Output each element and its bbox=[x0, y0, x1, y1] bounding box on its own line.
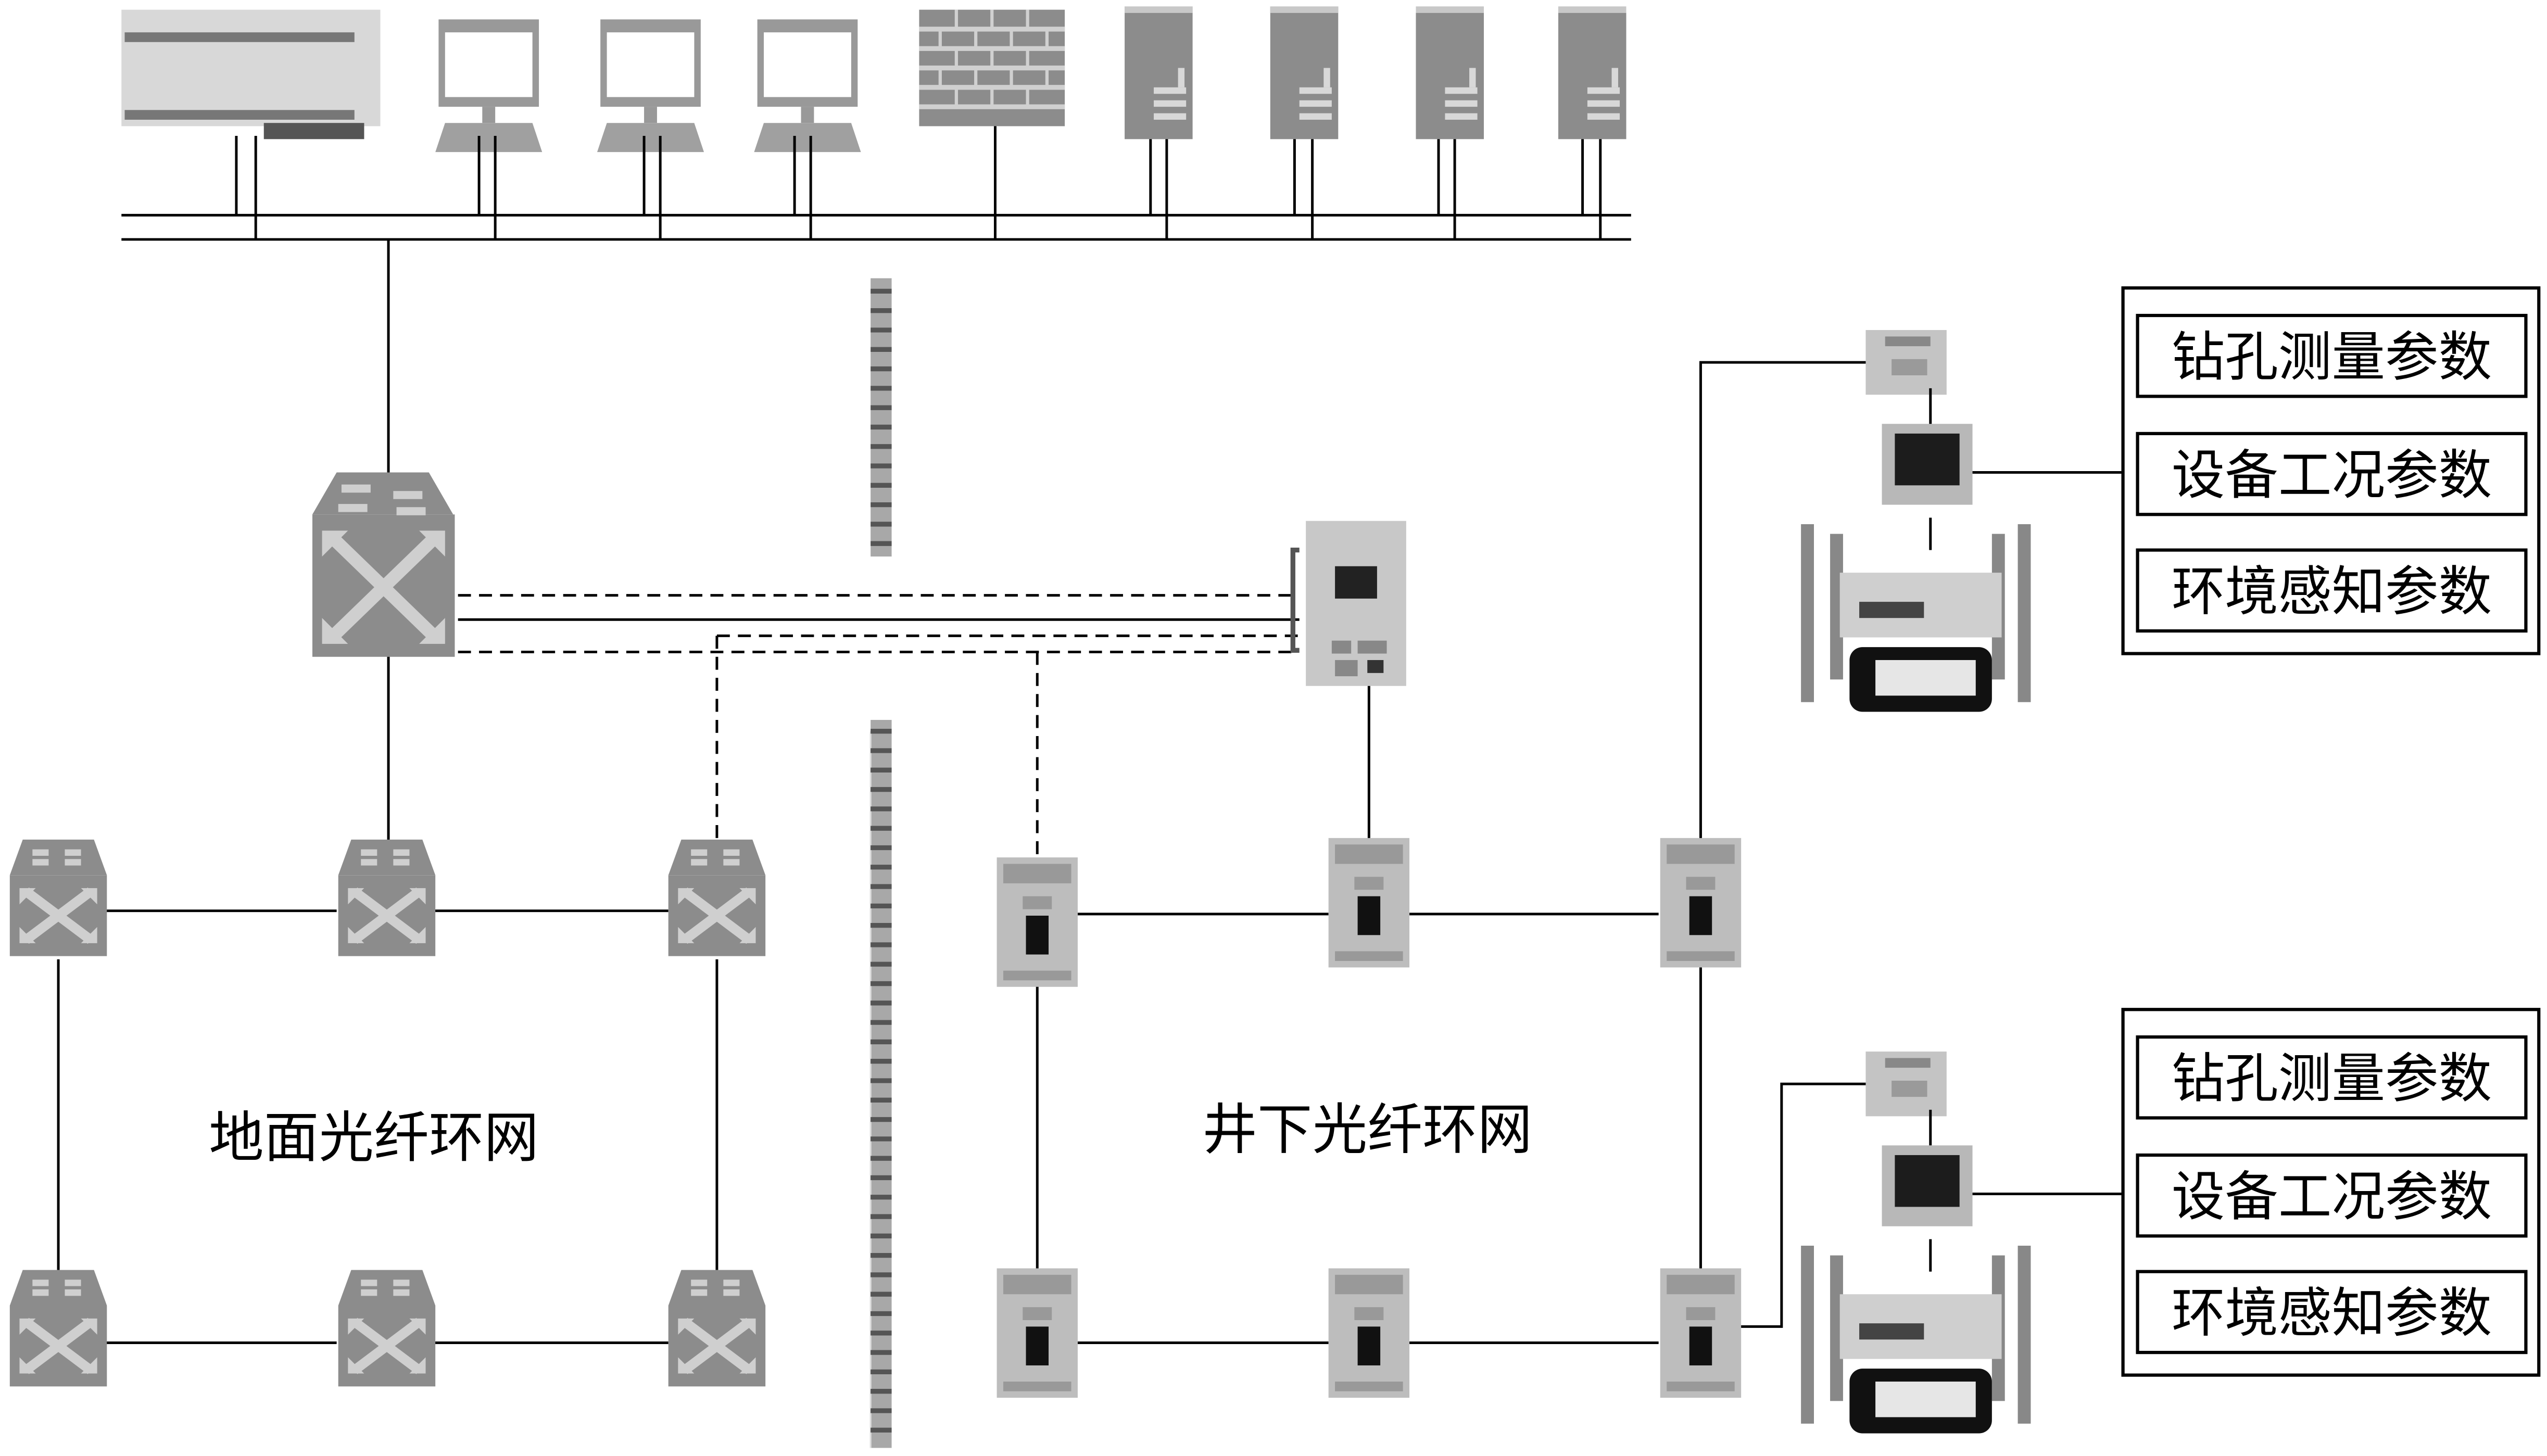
firewall-icon bbox=[919, 9, 1065, 126]
drill-rig-icon bbox=[1801, 330, 2031, 712]
ring-switch-icon bbox=[338, 1270, 435, 1387]
server-icon bbox=[1558, 6, 1626, 140]
workstation-icon bbox=[754, 19, 861, 153]
fiber-links bbox=[387, 594, 1300, 858]
ring-switch-icon bbox=[10, 840, 107, 956]
server-icon bbox=[1125, 6, 1193, 140]
workstation-icon bbox=[597, 19, 704, 153]
ring-switch-icon bbox=[10, 1270, 107, 1387]
mine-node-icon bbox=[1328, 838, 1410, 968]
parameter-label: 钻孔测量参数 bbox=[2172, 326, 2492, 388]
ring-switch-icon bbox=[338, 840, 435, 956]
underground-ring bbox=[997, 838, 1742, 1398]
server-icon bbox=[1416, 6, 1484, 140]
ring-switch-icon bbox=[669, 840, 765, 956]
drill-rig-icon bbox=[1801, 1052, 2031, 1434]
mine-node-icon bbox=[1328, 1268, 1410, 1398]
mine-node-icon bbox=[997, 1268, 1078, 1398]
separation-wall-bottom bbox=[869, 719, 892, 1448]
parameter-label: 环境感知参数 bbox=[2172, 561, 2492, 623]
server-icon bbox=[1270, 6, 1339, 140]
workstation-icon bbox=[435, 19, 543, 153]
parameter-label: 设备工况参数 bbox=[2172, 445, 2492, 507]
parameter-label: 环境感知参数 bbox=[2172, 1283, 2492, 1345]
surface-ring-label: 地面光纤环网 bbox=[209, 1106, 539, 1170]
mine-node-icon bbox=[997, 857, 1078, 987]
mine-node-icon bbox=[1660, 1268, 1742, 1398]
parameter-group: 钻孔测量参数 设备工况参数 环境感知参数 bbox=[2121, 1008, 2541, 1377]
parameter-group: 钻孔测量参数 设备工况参数 环境感知参数 bbox=[2121, 286, 2541, 655]
separation-wall-top bbox=[871, 278, 892, 557]
parameter-label: 钻孔测量参数 bbox=[2172, 1048, 2492, 1110]
parameter-label: 设备工况参数 bbox=[2172, 1166, 2492, 1228]
surface-ring bbox=[10, 840, 765, 1386]
mine-gateway-icon bbox=[1290, 521, 1406, 686]
lan-bus bbox=[121, 126, 1631, 476]
core-switch-icon bbox=[312, 472, 455, 657]
ring-switch-icon bbox=[669, 1270, 765, 1387]
underground-ring-label: 井下光纤环网 bbox=[1202, 1098, 1532, 1162]
mine-node-icon bbox=[1660, 838, 1742, 968]
large-display-icon bbox=[121, 9, 381, 140]
